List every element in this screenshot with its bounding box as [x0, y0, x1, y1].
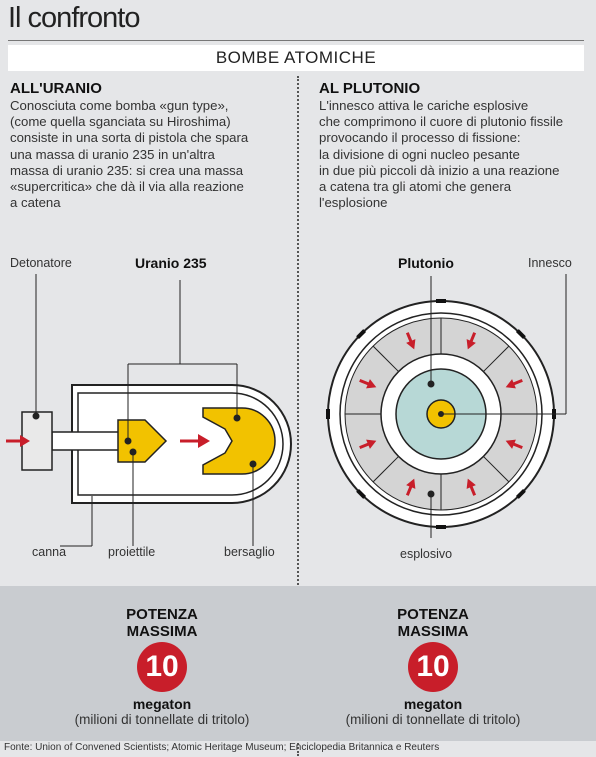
plutonium-heading: AL PLUTONIO: [319, 80, 421, 97]
detonator-tick: [515, 329, 526, 340]
barrel-label: canna: [32, 545, 66, 559]
section-banner: BOMBE ATOMICHE: [8, 45, 584, 71]
power-value-badge: 10: [408, 642, 458, 692]
bomb-inner-casing: [77, 392, 284, 496]
power-heading: MASSIMA: [126, 623, 198, 640]
text-line: L'innesco attiva le cariche esplosive: [319, 98, 529, 113]
detonator-tick: [515, 488, 526, 499]
text-line: (come quella sganciata su Hiroshima): [10, 114, 231, 130]
power-unit-note: (milioni di tonnellate di tritolo): [345, 712, 521, 727]
column-divider: [297, 76, 299, 756]
projectile-label: proiettile: [108, 545, 155, 559]
initiator-label: Innesco: [528, 256, 572, 270]
leader-dot: [32, 412, 40, 420]
uranium-power: POTENZA MASSIMA 10 megaton (milioni di t…: [32, 606, 292, 727]
text-line: una massa di uranio 235 in un'altra: [10, 146, 215, 162]
source-footer: Fonte: Union of Convened Scientists; Ato…: [4, 742, 440, 753]
implosion-diagram: Plutonio Innesco esplosivo: [326, 255, 572, 561]
segment-divider: [372, 456, 399, 483]
power-value-badge: 10: [137, 642, 187, 692]
leader-dot: [129, 448, 137, 456]
power-heading: POTENZA: [126, 606, 198, 623]
segment-divider: [483, 345, 510, 372]
power-heading: MASSIMA: [397, 623, 469, 640]
compression-arrows: [359, 332, 523, 496]
text-line: la divisione di ogni nucleo pesante: [319, 146, 520, 162]
plutonium-label: Plutonio: [398, 255, 454, 271]
segment-divider: [483, 456, 510, 483]
red-arrow-icon: [505, 379, 516, 389]
red-arrow-icon: [406, 339, 416, 350]
plutonium-power: POTENZA MASSIMA 10 megaton (milioni di t…: [303, 606, 563, 727]
text-line: a catena tra gli atomi che genera: [319, 179, 512, 195]
red-arrow-icon: [505, 439, 516, 449]
detonator-ticks: [326, 299, 556, 529]
text-line: massa di uranio 235: si crea una massa: [10, 162, 244, 178]
leader-dot: [124, 437, 132, 445]
uranium-description: Conosciuta come bomba «gun type», (come …: [10, 98, 290, 211]
power-panel: [0, 586, 596, 741]
red-arrow-icon: [466, 478, 476, 489]
title-rule: [8, 40, 584, 41]
red-arrow-icon: [406, 478, 416, 489]
red-arrow-icon: [366, 439, 377, 449]
target-label: bersaglio: [224, 545, 275, 559]
leader-dot: [249, 460, 257, 468]
text-line: l'esplosione: [319, 195, 388, 211]
detonator-tick: [356, 488, 367, 499]
text-line: a catena: [10, 195, 61, 211]
segment-divider: [372, 345, 399, 372]
text-line: consiste in una sorta di pistola che spa…: [10, 130, 249, 146]
leader-dot: [233, 414, 241, 422]
barrel: [51, 431, 123, 451]
leader-dot: [427, 490, 435, 498]
page-title: Il confronto: [8, 2, 140, 34]
power-unit-note: (milioni di tonnellate di tritolo): [74, 712, 250, 727]
text-line: in due più piccoli dà inizio a una reazi…: [319, 162, 560, 178]
explosive-label: esplosivo: [400, 547, 452, 561]
power-unit: megaton: [403, 696, 463, 712]
detonator-label: Detonatore: [10, 256, 72, 270]
text-line: Conosciuta come bomba «gun type»,: [10, 98, 229, 113]
text-line: provocando il processo di fissione:: [319, 130, 521, 146]
gun-type-diagram: Detonatore Uranio 235 canna proiettile b…: [6, 255, 292, 559]
plutonium-description: L'innesco attiva le cariche esplosive ch…: [319, 98, 589, 211]
red-arrow-icon: [366, 379, 377, 389]
leader-dot: [427, 380, 435, 388]
power-heading: POTENZA: [397, 606, 469, 623]
power-unit: megaton: [132, 696, 192, 712]
text-line: che comprimono il cuore di plutonio fiss…: [319, 114, 564, 130]
target-shape: [202, 407, 276, 475]
red-arrow-icon: [466, 339, 476, 350]
red-arrow-icon: [20, 435, 30, 447]
uranium-heading: ALL'URANIO: [10, 80, 102, 97]
red-arrow-icon: [198, 434, 210, 448]
text-line: «supercritica» che dà il via alla reazio…: [10, 179, 244, 195]
detonator-tick: [356, 329, 367, 340]
uranium-label: Uranio 235: [135, 255, 207, 271]
